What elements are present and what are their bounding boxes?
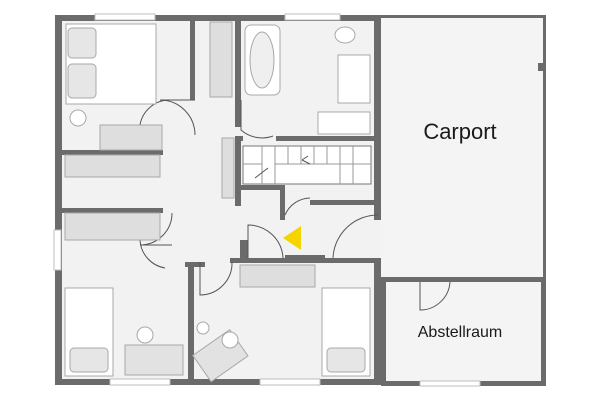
- walls: [55, 15, 546, 386]
- shower: [337, 54, 371, 104]
- wall-bed1-bottom: [55, 150, 163, 155]
- window-bed3: [259, 378, 321, 386]
- door-hall: [247, 224, 284, 259]
- windows: [53, 13, 481, 387]
- door-bed2: [139, 212, 173, 246]
- wall-bed2-top: [55, 208, 163, 213]
- toilet: [334, 26, 356, 44]
- vanity: [317, 111, 371, 135]
- storage-floor: [385, 280, 545, 385]
- wall-right-upper: [374, 15, 381, 220]
- wall-bed3-top2: [285, 255, 325, 260]
- door-bed3: [199, 261, 233, 296]
- wall-hall-mid: [240, 240, 248, 262]
- door-storage: [419, 281, 451, 311]
- window-bed1: [94, 13, 156, 21]
- door-stair: [284, 197, 311, 216]
- door-bath: [240, 100, 274, 139]
- carport-floor: [380, 15, 545, 280]
- hall-shelf: [221, 137, 235, 199]
- bed-2: [64, 287, 114, 377]
- room-label-carport: Carport: [423, 119, 496, 144]
- window-bed2: [109, 378, 171, 386]
- storage-left: [381, 277, 386, 385]
- room-label-storage: Abstellraum: [418, 324, 502, 341]
- desk-2: [124, 344, 184, 376]
- carport-post: [538, 63, 546, 71]
- plant-3: [196, 321, 210, 335]
- wall-stair-right-l: [280, 185, 285, 220]
- doors: [139, 99, 451, 311]
- wall-stair-left: [235, 136, 241, 206]
- wardrobe-2: [209, 21, 233, 98]
- furniture: [64, 21, 371, 383]
- wall-top: [55, 15, 380, 21]
- storage-right: [541, 277, 546, 385]
- carport-right: [543, 15, 546, 385]
- storage-top: [381, 277, 546, 282]
- wall-bed3-divider: [188, 262, 194, 385]
- door-entry: [332, 214, 379, 259]
- chair-3: [221, 331, 239, 349]
- wall-hall-bottom-l: [185, 262, 205, 267]
- bed-3: [321, 287, 371, 377]
- wall-bottom: [55, 379, 385, 385]
- window-storage: [419, 380, 481, 387]
- wardrobe-4: [64, 212, 161, 241]
- wardrobe-1: [99, 124, 163, 151]
- wall-stair-bottom-r: [310, 200, 380, 205]
- door-bed1-b: [139, 99, 171, 126]
- wardrobe-3: [64, 154, 161, 178]
- wall-bath-bottom: [276, 136, 380, 141]
- window-bath: [284, 13, 341, 21]
- window-left: [53, 229, 62, 271]
- viewpoint-marker-icon: [283, 226, 301, 250]
- wall-bed3-top: [230, 258, 380, 263]
- wall-stair-bottom: [235, 185, 285, 190]
- bed-1: [65, 23, 157, 105]
- wall-bed1-right: [190, 15, 195, 100]
- wall-left: [55, 15, 62, 385]
- plant-1: [69, 109, 87, 127]
- staircase-icon: [242, 145, 372, 185]
- door-bed2-b: [139, 239, 166, 269]
- wardrobe-5: [239, 264, 316, 288]
- carport-top: [380, 15, 545, 18]
- chair-2: [136, 326, 154, 344]
- wall-bath-left: [235, 15, 241, 127]
- bathtub: [244, 24, 281, 96]
- wall-right-lower: [374, 258, 381, 385]
